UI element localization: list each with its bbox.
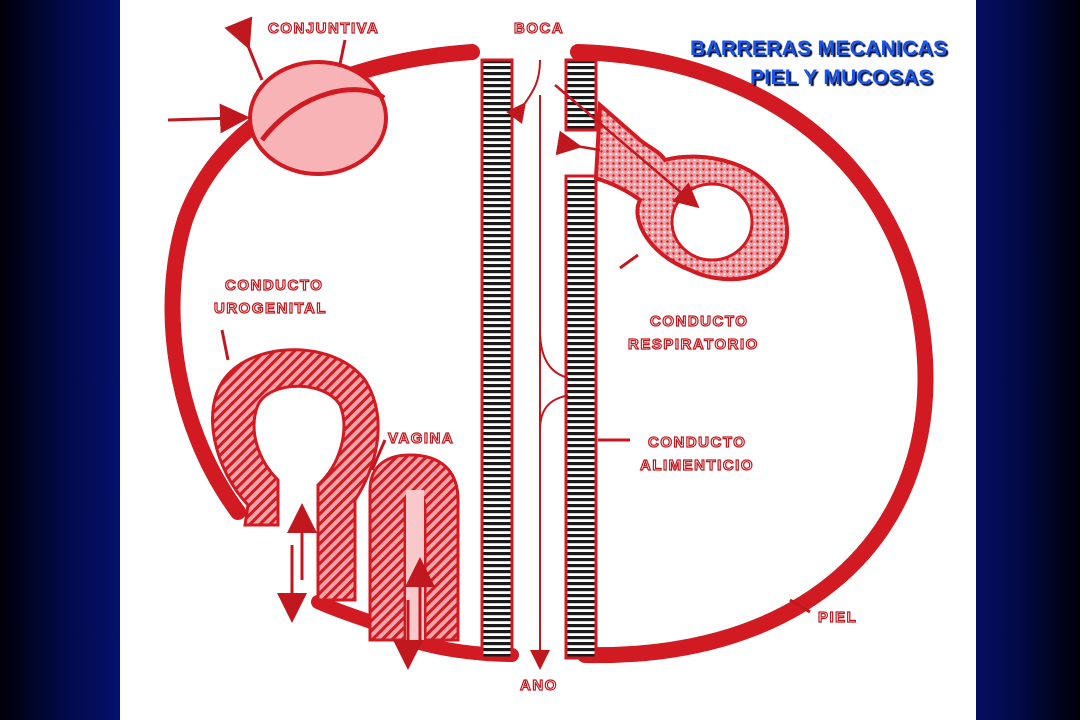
label-ano: ANO (520, 677, 558, 694)
skin-right-outline (570, 44, 934, 664)
slide-title: BARRERAS MECANICAS PIEL Y MUCOSAS (690, 34, 970, 92)
label-conducto-alimenticio-2: ALIMENTICIO (640, 457, 754, 474)
label-conducto-respiratorio-2: RESPIRATORIO (628, 336, 759, 353)
alimentary-wall-right-upper (564, 58, 598, 132)
label-conducto-urogenital-2: UROGENITAL (214, 300, 327, 317)
alimentary-wall-left (480, 58, 514, 660)
conjunctiva-eye (248, 60, 388, 176)
slide-title-line1: BARRERAS MECANICAS (690, 37, 948, 60)
label-piel: PIEL (818, 609, 857, 626)
label-conducto-respiratorio-1: CONDUCTO (650, 313, 748, 330)
urogenital-tract (211, 348, 380, 602)
label-conducto-alimenticio-1: CONDUCTO (648, 434, 746, 451)
label-vagina: VAGINA (388, 430, 454, 447)
alimentary-wall-right-lower (564, 174, 598, 660)
slide-title-line2: PIEL Y MUCOSAS (750, 66, 933, 89)
label-conjuntiva: CONJUNTIVA (268, 20, 379, 37)
diagram-panel: CONJUNTIVA BOCA CONDUCTO UROGENITAL COND… (120, 0, 976, 720)
label-boca: BOCA (514, 20, 564, 37)
label-conducto-urogenital-1: CONDUCTO (225, 277, 323, 294)
body-barriers-diagram: CONJUNTIVA BOCA CONDUCTO UROGENITAL COND… (164, 16, 934, 695)
